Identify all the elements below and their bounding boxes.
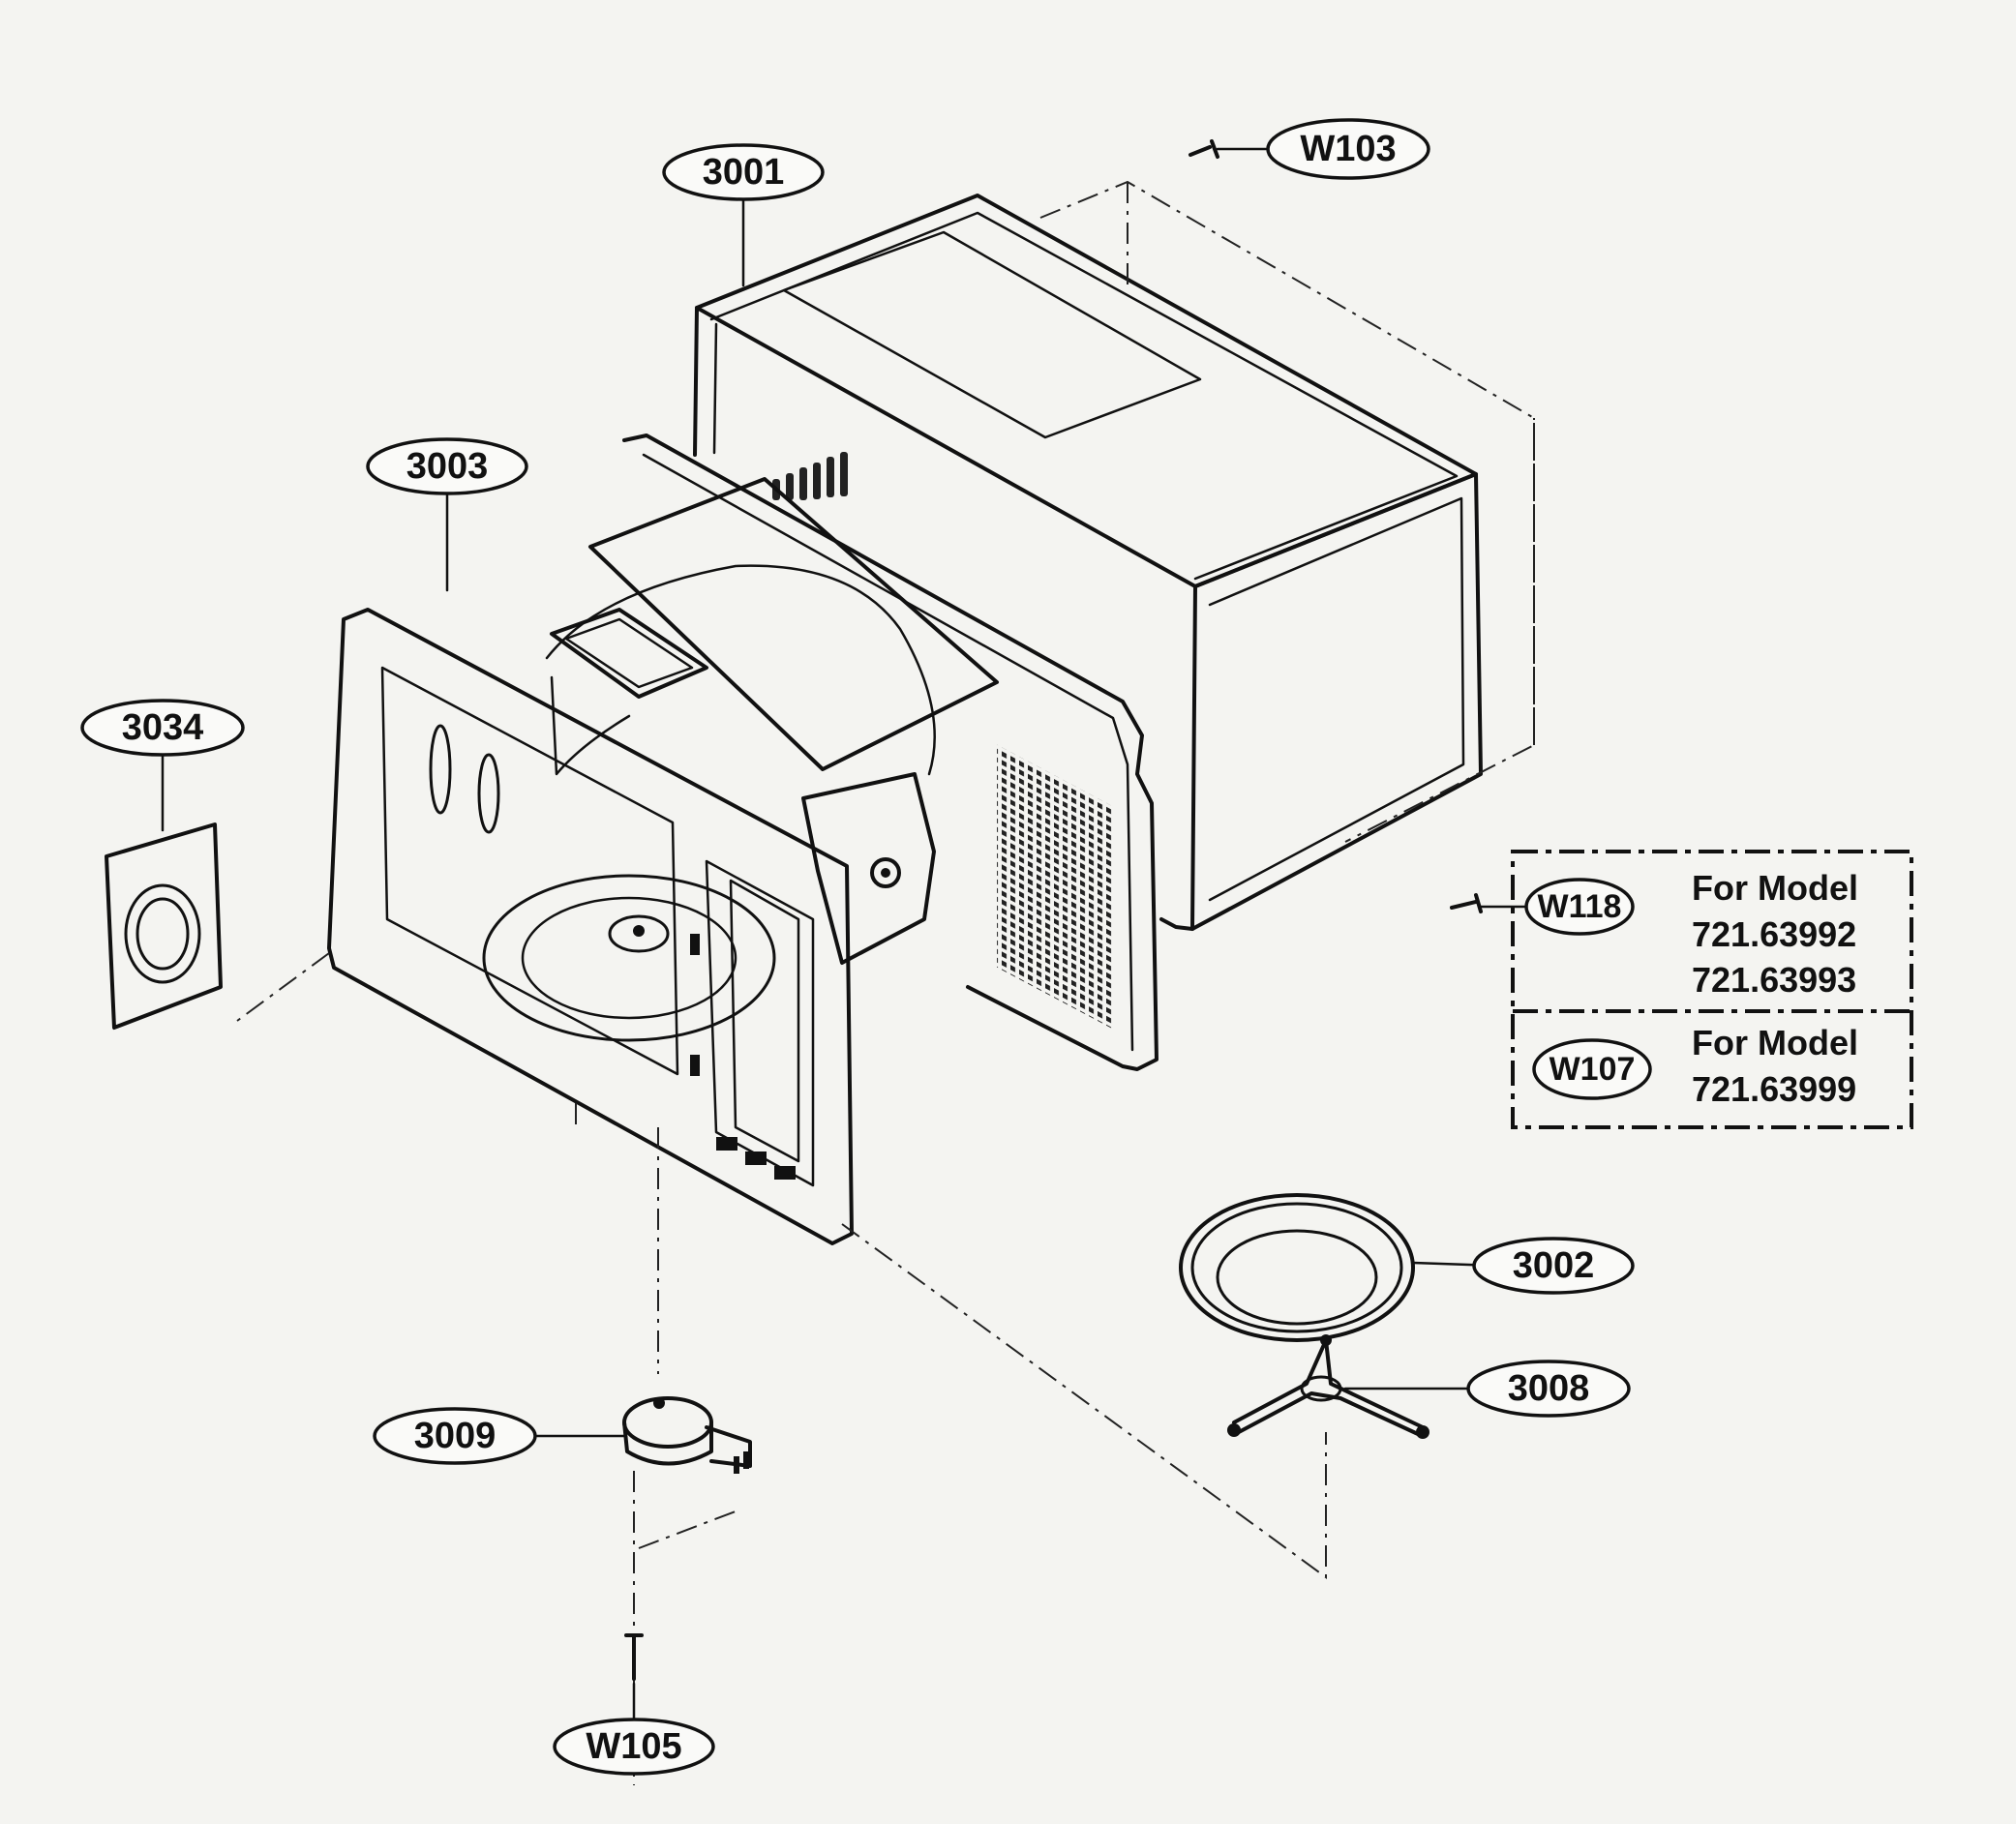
callout-w107: W107 [1532, 1038, 1652, 1100]
model-notes-box: W118 For Model 721.63992 721.63993 W107 … [1511, 850, 1913, 1129]
leader-lines [161, 147, 1531, 1724]
inner-cavity [327, 434, 1158, 1245]
callout-w118: W118 [1524, 878, 1635, 936]
case-guide-lines [1039, 180, 1535, 843]
callout-3001: 3001 [662, 143, 825, 201]
callout-3002-label: 3002 [1513, 1245, 1595, 1286]
w118-screw-icon [1450, 893, 1483, 913]
turntable-motor [622, 1396, 752, 1474]
callout-3003-label: 3003 [406, 446, 489, 487]
case-vent-slots [772, 452, 848, 500]
w105-screw-icon [624, 1633, 644, 1681]
callout-3008-label: 3008 [1508, 1368, 1590, 1409]
callout-w103-label: W103 [1300, 129, 1396, 169]
callout-w107-label: W107 [1550, 1051, 1636, 1088]
w118-model-1: 721.63992 [1692, 914, 1856, 954]
callout-3001-label: 3001 [703, 152, 785, 193]
callout-3008: 3008 [1466, 1360, 1631, 1418]
callout-3009: 3009 [373, 1407, 537, 1465]
w118-model-heading: For Model [1692, 868, 1858, 908]
callout-w105-label: W105 [586, 1726, 681, 1767]
callout-3034: 3034 [80, 699, 245, 757]
callout-3002: 3002 [1472, 1237, 1635, 1295]
w107-model-heading: For Model [1692, 1023, 1858, 1062]
w103-screw-icon [1189, 139, 1219, 159]
callout-3003: 3003 [366, 437, 528, 495]
roller-ring [1227, 1334, 1429, 1439]
callout-w103: W103 [1266, 118, 1430, 180]
outer-case [693, 194, 1483, 931]
callout-3009-label: 3009 [414, 1416, 496, 1456]
callout-3034-label: 3034 [122, 707, 204, 748]
w107-model-1: 721.63999 [1692, 1069, 1856, 1109]
w118-model-2: 721.63993 [1692, 960, 1856, 1000]
cavity-vent-grille [997, 744, 1113, 1030]
motor-guide-line-2 [638, 1509, 741, 1549]
callout-w118-label: W118 [1538, 888, 1622, 925]
glass-tray [1179, 1193, 1415, 1342]
callout-w105: W105 [553, 1718, 715, 1776]
cavity-guide-lines [236, 952, 1327, 1579]
waveguide-cover [105, 822, 223, 1030]
